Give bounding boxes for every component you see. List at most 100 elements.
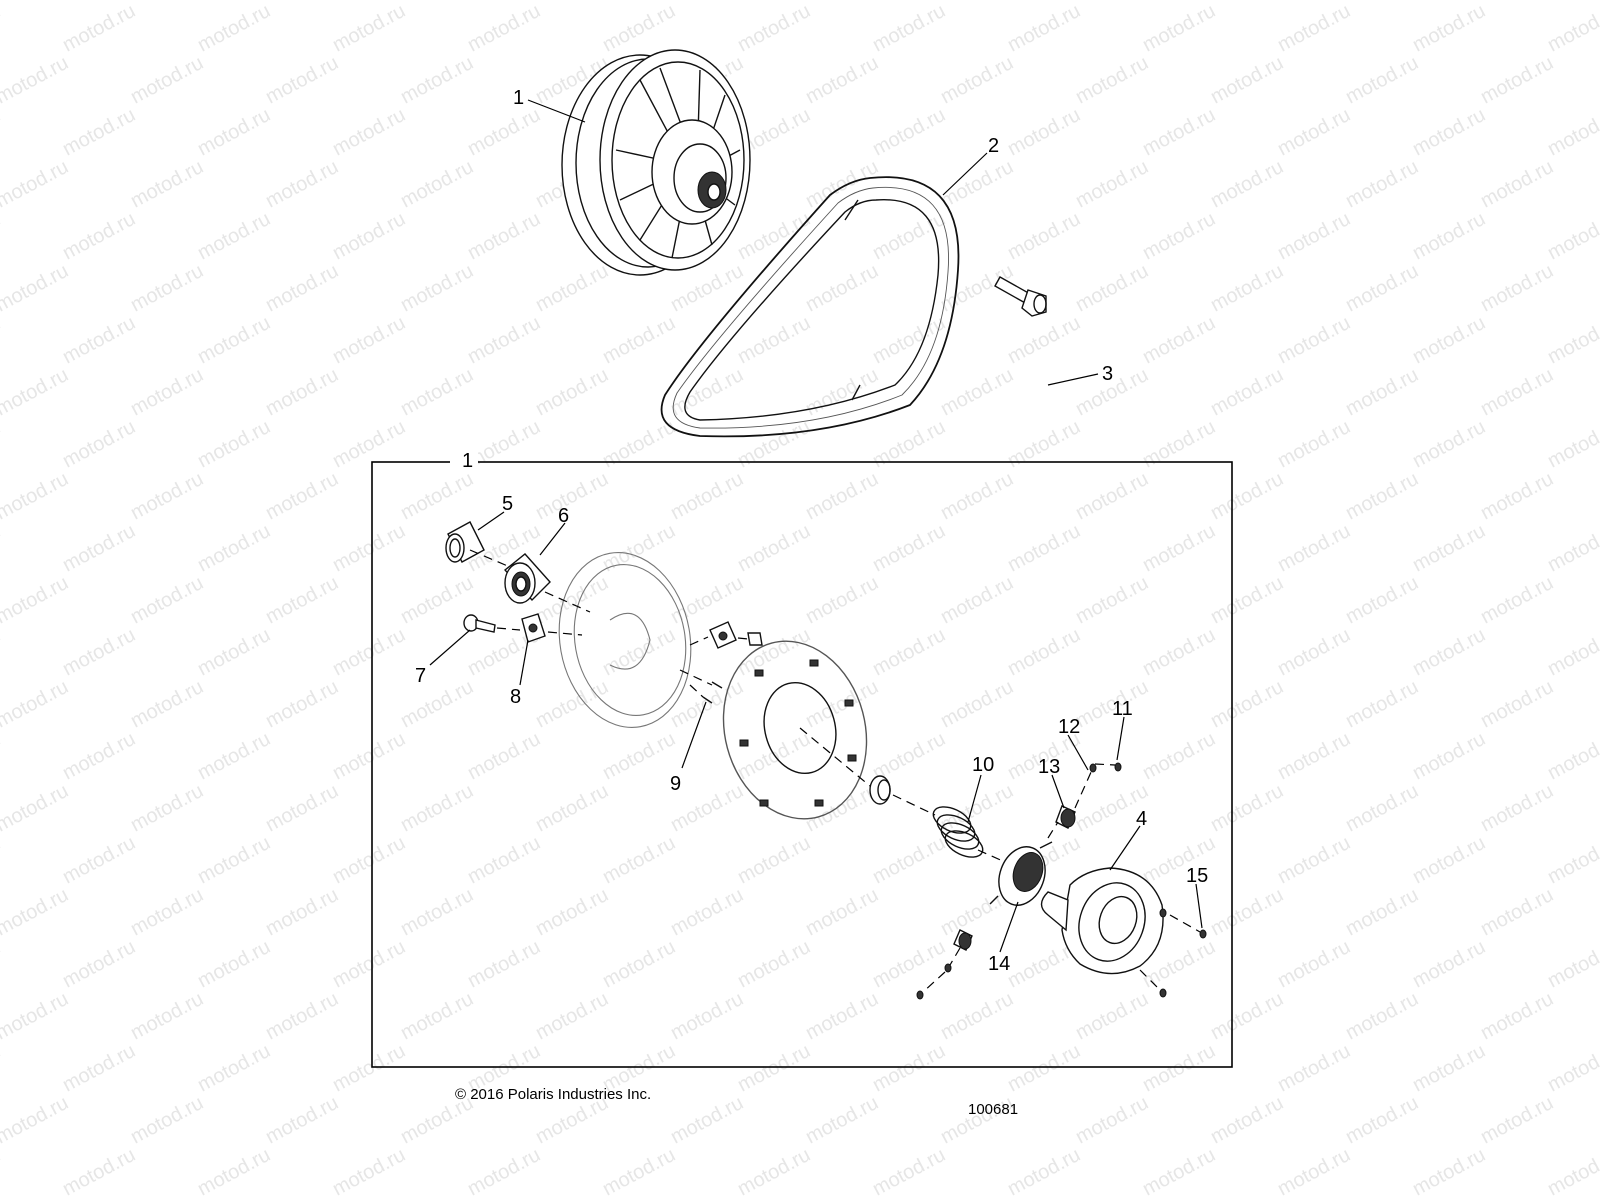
watermark-text: motod.ru [802,884,882,940]
watermark-text: motod.ru [599,936,679,992]
watermark-text: motod.ru [937,676,1017,732]
watermark-text: motod.ru [1004,104,1084,160]
watermark-text: motod.ru [1207,468,1287,524]
watermark-text: motod.ru [1072,156,1152,212]
watermark-text: motod.ru [127,572,207,628]
watermark-text: motod.ru [1139,208,1219,264]
watermark-text: motod.ru [667,572,747,628]
watermark-text: motod.ru [194,416,274,472]
watermark-text: motod.ru [667,468,747,524]
watermark-text: motod.ru [532,364,612,420]
watermark-text: motod.ru [1544,728,1600,784]
watermark-text: motod.ru [0,208,4,264]
watermark-text: motod.ru [1342,1092,1422,1148]
small-fasteners-drawing [916,762,1207,1000]
watermark-text: motod.ru [1342,52,1422,108]
watermark-text: motod.ru [734,936,814,992]
watermark-text: motod.ru [532,468,612,524]
watermark-text: motod.ru [194,312,274,368]
watermark-text: motod.ru [127,468,207,524]
watermark-text: motod.ru [464,312,544,368]
watermark-text: motod.ru [869,208,949,264]
watermark-text: motod.ru [1342,0,1422,4]
watermark-text: motod.ru [1477,676,1557,732]
watermark-text: motod.ru [1544,624,1600,680]
watermark-text: motod.ru [1139,624,1219,680]
watermark-text: motod.ru [397,364,477,420]
drawing-number: 100681 [968,1101,1018,1118]
watermark-text: motod.ru [802,988,882,1044]
callout-15: 15 [1186,865,1208,887]
callout-5: 5 [502,493,513,515]
watermark-text: motod.ru [1477,780,1557,836]
watermark-text: motod.ru [1274,208,1354,264]
watermark-text: motod.ru [329,0,409,56]
watermark-text: motod.ru [599,312,679,368]
watermark-text: motod.ru [262,364,342,420]
callout-8: 8 [510,686,521,708]
watermark-text: motod.ru [194,104,274,160]
watermark-text: motod.ru [397,260,477,316]
watermark-text: motod.ru [869,416,949,472]
watermark-text: motod.ru [59,624,139,680]
roller-drawing [521,613,546,643]
watermark-text: motod.ru [1072,52,1152,108]
watermark-text: motod.ru [0,52,72,108]
watermark-text: motod.ru [59,936,139,992]
watermark-text: motod.ru [59,208,139,264]
watermark-text: motod.ru [802,260,882,316]
watermark-text: motod.ru [734,520,814,576]
watermark-text: motod.ru [1072,988,1152,1044]
watermark-text: motod.ru [0,520,4,576]
watermark-text: motod.ru [1544,104,1600,160]
watermark-text: motod.ru [869,832,949,888]
watermark-text: motod.ru [1342,260,1422,316]
watermark-text: motod.ru [1274,624,1354,680]
watermark-text: motod.ru [397,676,477,732]
watermark-text: motod.ru [59,416,139,472]
watermark-text: motod.ru [127,988,207,1044]
watermark-text: motod.ru [1004,416,1084,472]
dowel-pins-drawing [702,681,723,704]
bolt-drawing [994,276,1047,317]
watermark-text: motod.ru [262,676,342,732]
watermark-text: motod.ru [937,156,1017,212]
watermark-text: motod.ru [194,0,274,56]
watermark-text: motod.ru [59,104,139,160]
watermark-text: motod.ru [0,156,72,212]
callout-14: 14 [988,953,1010,975]
watermark-text: motod.ru [532,260,612,316]
watermark-text: motod.ru [0,572,72,628]
watermark-text: motod.ru [1274,1040,1354,1096]
watermark-text: motod.ru [262,988,342,1044]
watermark-text: motod.ru [0,0,4,56]
watermark-text: motod.ru [262,572,342,628]
watermark-text: motod.ru [262,780,342,836]
watermark-text: motod.ru [0,728,4,784]
spider-plate-drawing [722,640,868,820]
watermark-text: motod.ru [464,208,544,264]
watermark-text: motod.ru [1207,676,1287,732]
callout-7: 7 [415,665,426,687]
watermark-text: motod.ru [667,1092,747,1148]
watermark-text: motod.ru [1274,0,1354,56]
watermark-text: motod.ru [1274,104,1354,160]
watermark-text: motod.ru [1342,780,1422,836]
watermark-text: motod.ru [1072,572,1152,628]
watermark-text: motod.ru [1477,988,1557,1044]
weight-block-drawing [709,621,763,649]
watermark-text: motod.ru [734,312,814,368]
watermark-text: motod.ru [869,0,949,56]
watermark-text: motod.ru [869,312,949,368]
watermark-text: motod.ru [59,0,139,56]
watermark-text: motod.ru [1477,364,1557,420]
watermark-text: motod.ru [1409,416,1489,472]
watermark-text: motod.ru [194,208,274,264]
watermark-text: motod.ru [329,936,409,992]
watermark-text: motod.ru [1004,520,1084,576]
watermark-text: motod.ru [667,884,747,940]
watermark-text: motod.ru [1544,520,1600,576]
watermark-text: motod.ru [802,468,882,524]
watermark-text: motod.ru [1139,104,1219,160]
